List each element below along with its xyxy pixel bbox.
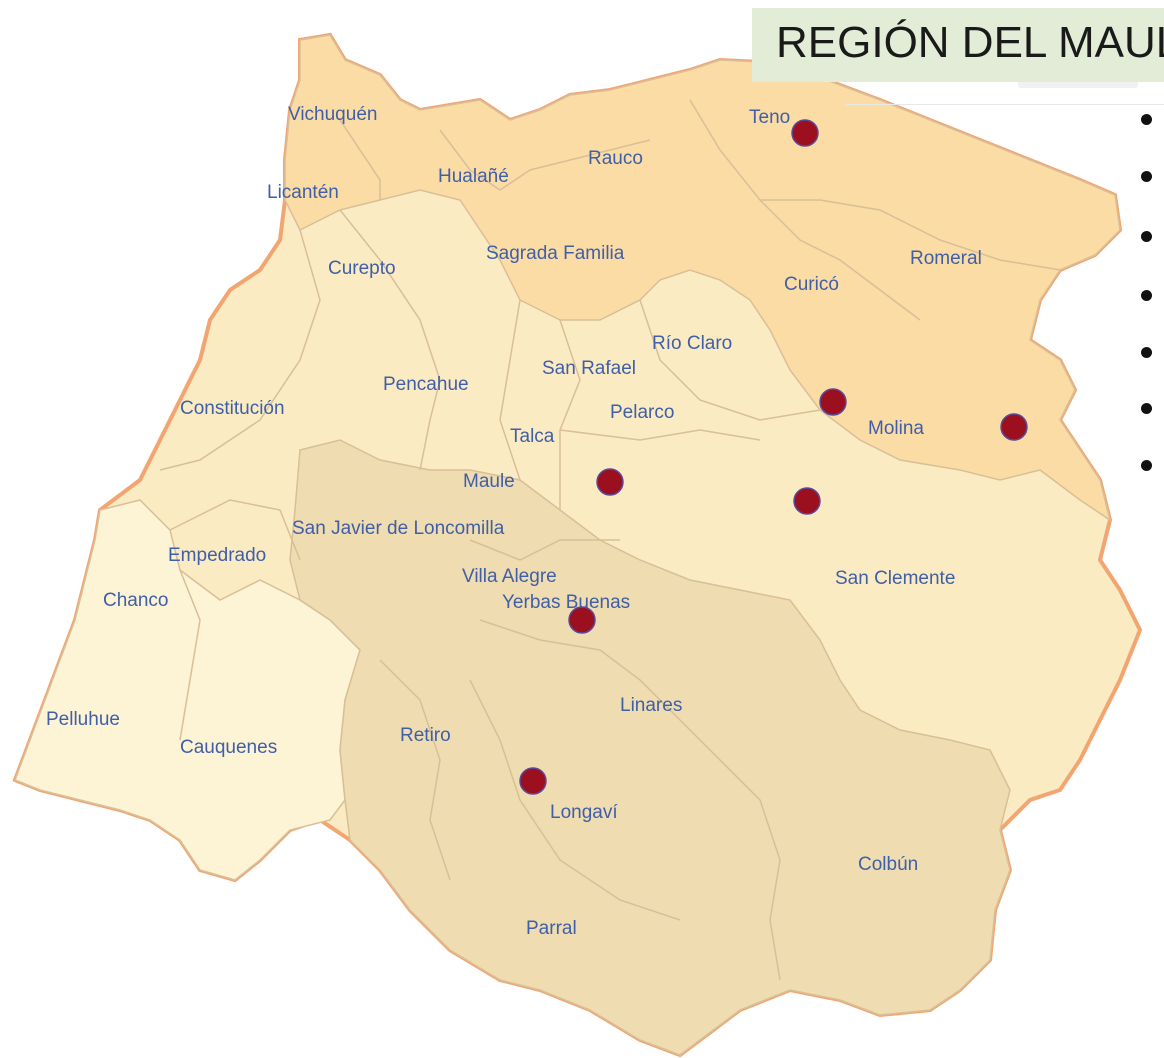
label-constitucion: Constitución (180, 398, 285, 419)
label-maule: Maule (463, 471, 515, 492)
label-retiro: Retiro (400, 725, 451, 746)
label-chanco: Chanco (103, 590, 169, 611)
label-curico: Curicó (784, 274, 839, 295)
label-licanten: Licantén (267, 182, 339, 203)
location-markers (519, 119, 1028, 795)
bullet-item (1141, 347, 1152, 358)
label-romeral: Romeral (910, 248, 982, 269)
bullet-item (1141, 114, 1152, 125)
bullet-item (1141, 460, 1152, 471)
label-villa-alegre: Villa Alegre (462, 566, 557, 587)
internal-borders (159, 99, 1061, 981)
zone-linares (289, 439, 1011, 1056)
label-san-javier: San Javier de Loncomilla (292, 518, 505, 539)
marker-molina-west[interactable] (819, 388, 847, 416)
zone-curico (284, 34, 1121, 522)
marker-san-clemente[interactable] (793, 487, 821, 515)
label-san-rafael: San Rafael (542, 358, 636, 379)
label-empedrado: Empedrado (168, 545, 266, 566)
label-molina: Molina (868, 418, 924, 439)
label-pelarco: Pelarco (610, 402, 674, 423)
background-divider (846, 104, 1164, 105)
label-san-clemente: San Clemente (835, 568, 955, 589)
marker-yerbas-buenas[interactable] (568, 606, 596, 634)
label-rauco: Rauco (588, 148, 643, 169)
label-colbun: Colbún (858, 854, 918, 875)
bullet-item (1141, 171, 1152, 182)
marker-molina-east[interactable] (1000, 413, 1028, 441)
bullet-item (1141, 231, 1152, 242)
marker-longavi[interactable] (519, 767, 547, 795)
label-hualane: Hualañé (438, 166, 509, 187)
title-box (752, 8, 1164, 82)
bullet-item (1141, 403, 1152, 414)
label-talca: Talca (510, 426, 555, 447)
comuna-labels: Vichuquén Licantén Hualañé Rauco Teno Ro… (46, 104, 982, 939)
label-pencahue: Pencahue (383, 374, 469, 395)
label-parral: Parral (526, 918, 577, 939)
label-sagrada-familia: Sagrada Familia (486, 243, 625, 264)
label-pelluhue: Pelluhue (46, 709, 120, 730)
label-cauquenes: Cauquenes (180, 737, 277, 758)
label-linares: Linares (620, 695, 682, 716)
label-teno: Teno (749, 107, 790, 128)
marker-teno[interactable] (791, 119, 819, 147)
bullet-item (1141, 290, 1152, 301)
page-title: REGIÓN DEL MAULE (776, 18, 1164, 67)
marker-talca[interactable] (596, 468, 624, 496)
label-longavi: Longaví (550, 802, 618, 823)
label-curepto: Curepto (328, 258, 396, 279)
zone-coast-south (14, 499, 361, 881)
label-rio-claro: Río Claro (652, 333, 732, 354)
label-vichuquen: Vichuquén (288, 104, 377, 125)
label-yerbas-buenas: Yerbas Buenas (502, 592, 630, 613)
